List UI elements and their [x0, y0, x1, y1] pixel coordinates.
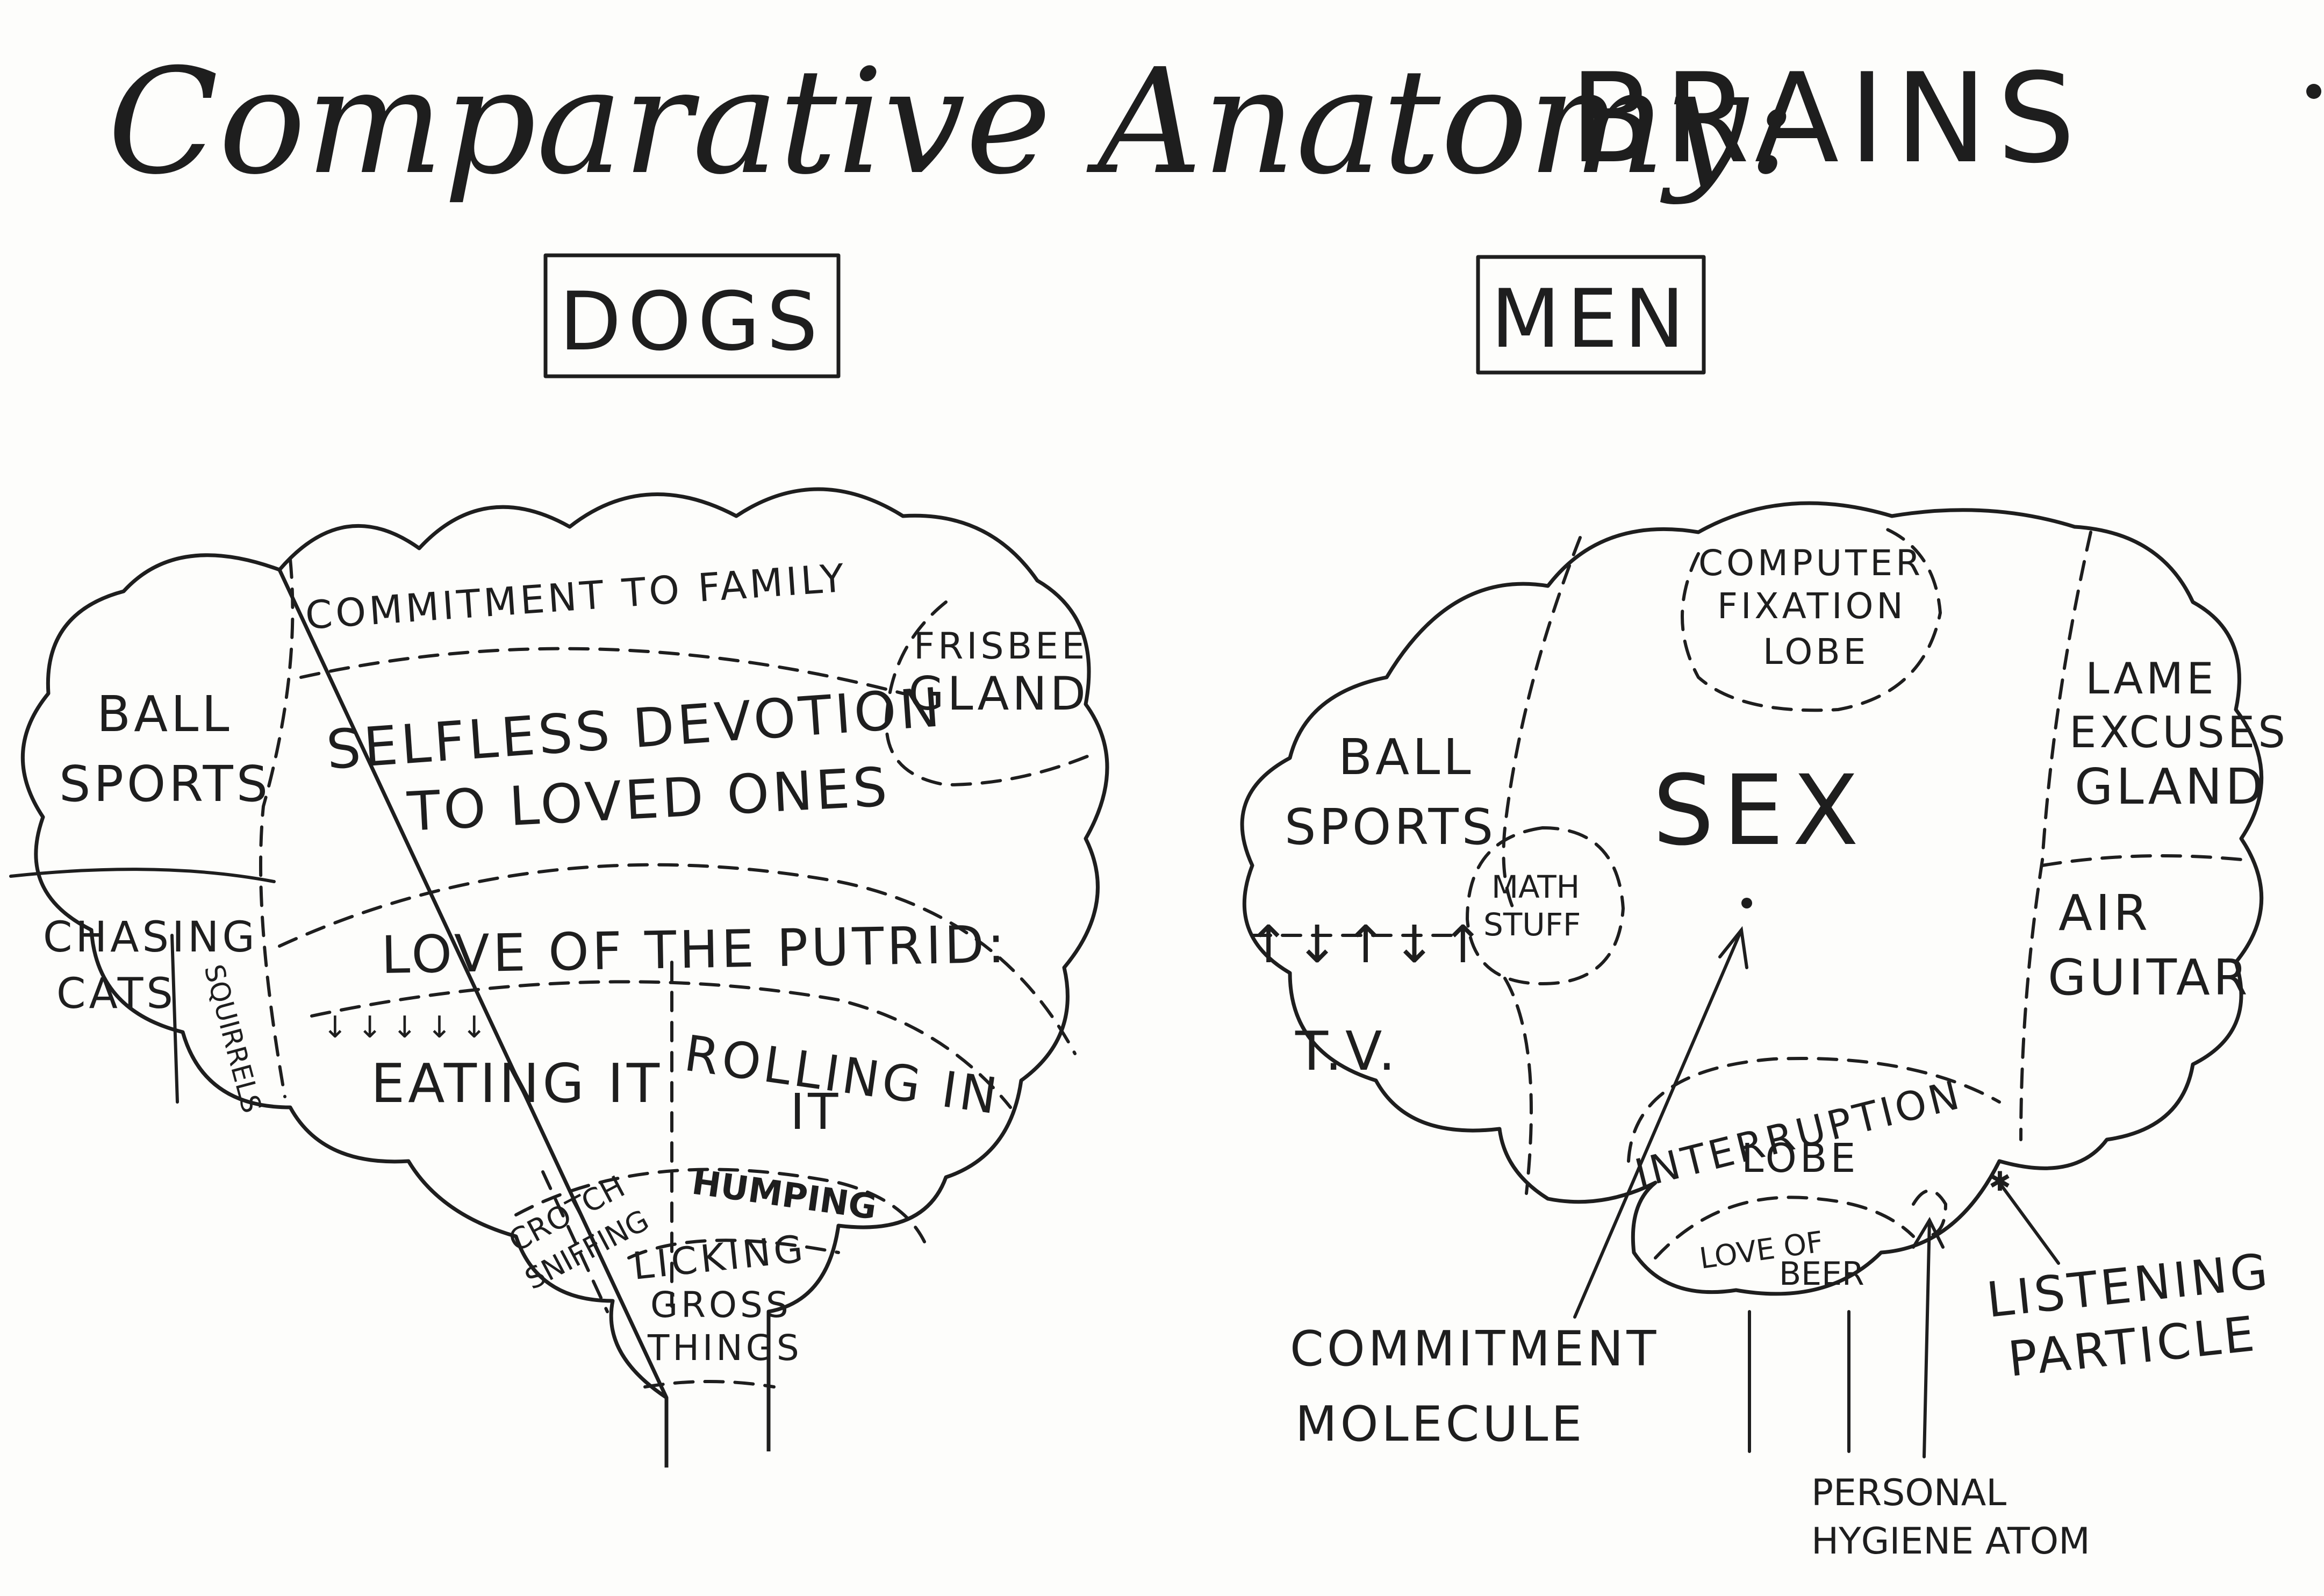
dogs-divider-crotch — [541, 1170, 609, 1313]
dogs-arrows-left: ↓ ↓ ↓ ↓ ↓ — [322, 1010, 487, 1045]
dogs-putrid-label: LOVE OF THE PUTRID: — [381, 914, 1008, 985]
men-air-label-1: AIR — [2058, 884, 2151, 942]
dogs-divider-commitment — [299, 647, 905, 695]
dogs-divider-putrid-row — [310, 980, 1012, 1109]
dogs-eating-label: EATING IT — [371, 1052, 663, 1115]
dogs-chasing-label-2: CATS — [56, 970, 176, 1018]
dogs-licking-label-1: LICKING — [630, 1227, 808, 1289]
men-brain-outline — [1240, 501, 2264, 1296]
dogs-heading: DOGS — [559, 275, 824, 369]
men-lame-label-3: GLAND — [2075, 758, 2266, 815]
men-lame-label-2: EXCUSES — [2069, 707, 2289, 757]
dogs-brain-outline — [20, 487, 1109, 1468]
men-commitment-dot — [1741, 898, 1752, 908]
men-computer-label-2: FIXATION — [1717, 585, 1906, 627]
men-lame-label-1: LAME — [2085, 654, 2217, 704]
men-commitment-pointer — [1573, 928, 1743, 1319]
title-caps: BRAINS — [1569, 47, 2085, 191]
men-divider-lame-left — [2019, 531, 2092, 1141]
men-hygiene-arrowhead — [1912, 1216, 1945, 1249]
dogs-ball-label-1: BALL — [97, 685, 233, 743]
men-computer-label-1: COMPUTER — [1698, 542, 1924, 584]
men-ball-label-1: BALL — [1338, 728, 1474, 786]
dogs-frisbee-label-1: FRISBEE — [914, 625, 1088, 668]
title-script: Comparative Anatomy: — [107, 37, 1796, 206]
men-divider-ball-left — [1502, 536, 1582, 915]
men-commitment-arrowhead — [1718, 926, 1748, 969]
men-math-label-1: MATH — [1491, 869, 1580, 905]
dogs-divider-putrid-top — [278, 863, 1077, 1055]
men-listening-pointer — [1998, 1181, 2060, 1265]
dogs-divider-stem — [643, 1380, 776, 1389]
men-computer-label-3: LOBE — [1763, 631, 1869, 672]
men-interruption-label-2: LOBE — [1741, 1135, 1859, 1182]
dogs-frisbee-gland — [885, 600, 1098, 787]
men-air-label-2: GUITAR — [2048, 949, 2251, 1006]
dogs-humping-label: HUMPING — [690, 1163, 879, 1228]
men-interruption-lobe — [1627, 1057, 2001, 1163]
men-commitment-callout-1: COMMITMENT — [1290, 1321, 1659, 1377]
men-divider-lame-air — [2041, 854, 2248, 867]
dogs-licking-label-3: THINGS — [647, 1327, 802, 1369]
men-ball-label-2: SPORTS — [1285, 798, 1496, 856]
dogs-commitment-label: COMMITMENT TO FAMILY — [304, 555, 849, 638]
men-tv-label: T.V. — [1295, 1020, 1398, 1083]
dogs-divider-ball-chasing — [9, 868, 276, 883]
dogs-heading-box — [543, 253, 841, 378]
dogs-ball-label-2: SPORTS — [59, 755, 271, 813]
men-divider-tv — [1503, 977, 1533, 1195]
dogs-rolling-label-2: IT — [790, 1083, 841, 1141]
men-listening-dot: ✱ — [1989, 1166, 2011, 1197]
dogs-divider-hump-top — [514, 1168, 926, 1243]
dogs-rolling-label-1: ROLLING IN — [681, 1025, 1003, 1126]
dogs-chasing-label-1: CHASING — [43, 913, 258, 962]
men-beer-label-2: BEER — [1779, 1255, 1864, 1293]
dogs-divider-chasing-squirrels — [170, 934, 179, 1104]
men-hygiene-callout-1: PERSONAL — [1811, 1472, 2006, 1514]
dogs-brain: DOGS COMMITMENT TO FAMILY FRISBEE GLAND … — [9, 253, 1109, 1468]
dogs-divider-licking — [627, 1239, 840, 1259]
men-commitment-callout-2: MOLECULE — [1295, 1396, 1585, 1452]
men-computer-lobe — [1681, 525, 1942, 712]
men-math-circle — [1465, 826, 1625, 986]
men-math-label-2: STUFF — [1483, 906, 1581, 943]
men-arrows-label: ↑↓↑↓↑ — [1247, 914, 1490, 975]
men-heading-box — [1476, 255, 1706, 375]
dogs-squirrels-label: SQUIRRELS — [198, 961, 267, 1116]
corner-dot — [2306, 84, 2321, 99]
men-hygiene-pointer — [1923, 1219, 1931, 1458]
men-heading: MEN — [1491, 273, 1691, 366]
men-sex-label: SEX — [1653, 755, 1867, 867]
men-hygiene-callout-2: HYGIENE ATOM — [1811, 1520, 2090, 1563]
men-brain: MEN ✱ COMPUTER FIXATION LOBE BALL SPORTS… — [1240, 255, 2289, 1563]
dogs-divider-ball-vertical — [259, 557, 295, 1098]
dogs-licking-label-2: GROSS — [650, 1284, 792, 1326]
men-beer-lobe — [1654, 1196, 1915, 1259]
dogs-frisbee-label-2: GLAND — [908, 667, 1089, 721]
